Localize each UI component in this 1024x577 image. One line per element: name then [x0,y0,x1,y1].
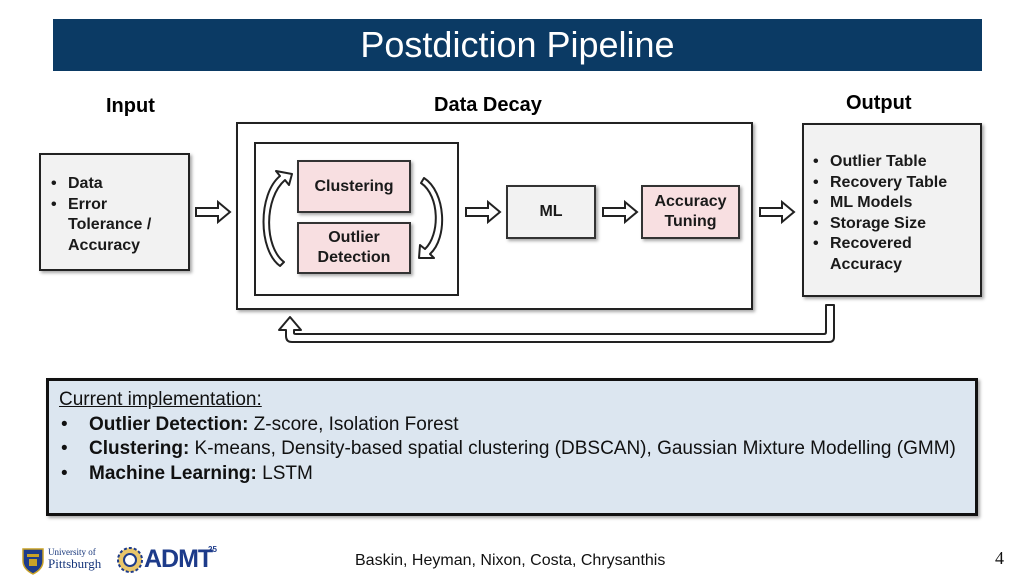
input-panel: Data Error Tolerance / Accuracy [39,153,190,271]
implementation-heading: Current implementation: [59,389,262,410]
pitt-shield-icon [22,548,44,575]
implementation-item-label: Machine Learning: [89,462,257,484]
arrow-decay-to-output-icon [759,201,795,223]
admt-gear-icon [117,547,143,573]
implementation-item-label: Outlier Detection: [89,413,249,435]
output-item: Storage Size [811,214,979,235]
input-item: Data [49,174,179,195]
clustering-stage: Clustering [297,160,411,213]
implementation-panel: Current implementation: Outlier Detectio… [46,378,978,516]
output-heading: Output [846,92,912,114]
slide-title: Postdiction Pipeline [53,19,982,71]
implementation-item: Outlier Detection: Z-score, Isolation Fo… [59,413,965,438]
ml-label: ML [539,203,563,220]
page-number: 4 [995,548,1004,568]
output-item: ML Models [811,193,979,214]
output-item: Recovery Table [811,173,979,194]
clustering-label: Clustering [314,177,394,195]
implementation-item-text: Z-score, Isolation Forest [248,413,459,435]
feedback-arrow-icon [278,304,835,343]
output-item: Recovered Accuracy [811,234,979,275]
input-list: Data Error Tolerance / Accuracy [49,174,179,256]
cycle-left-arrow-icon [262,170,293,267]
arrow-ml-to-tuning-icon [602,201,638,223]
accuracy-tuning-stage: Accuracy Tuning [641,185,740,239]
outlier-detection-label: Outlier Detection [317,229,391,266]
implementation-item: Machine Learning: LSTM [59,462,965,487]
ml-stage: ML [506,185,596,239]
arrow-input-to-decay-icon [195,201,231,223]
implementation-item-text: K-means, Density-based spatial clusterin… [189,438,956,459]
implementation-item: Clustering: K-means, Density-based spati… [59,437,965,462]
output-panel: Outlier Table Recovery Table ML Models S… [802,123,982,297]
outlier-detection-stage: Outlier Detection [297,222,411,274]
admt-logo: ADMT 25 [116,545,220,575]
pitt-logo: University of Pittsburgh [22,547,108,575]
accuracy-tuning-label: Accuracy Tuning [654,193,727,230]
pitt-logo-line2: Pittsburgh [48,556,102,571]
output-item: Outlier Table [811,152,979,173]
arrow-group-to-ml-icon [465,201,501,223]
implementation-item-text: LSTM [256,462,313,484]
cycle-right-arrow-icon [418,177,443,259]
input-heading: Input [106,95,155,117]
pitt-logo-line1: University of [48,547,96,557]
implementation-list: Outlier Detection: Z-score, Isolation Fo… [59,413,965,487]
admt-logo-text: ADMT [144,545,213,573]
implementation-item-label: Clustering: [89,438,190,459]
input-item: Error Tolerance / Accuracy [49,195,179,257]
output-list: Outlier Table Recovery Table ML Models S… [811,152,979,275]
data-decay-heading: Data Decay [434,94,542,116]
footer-authors: Baskin, Heyman, Nixon, Costa, Chrysanthi… [355,552,666,569]
admt-logo-superscript: 25 [208,545,217,554]
